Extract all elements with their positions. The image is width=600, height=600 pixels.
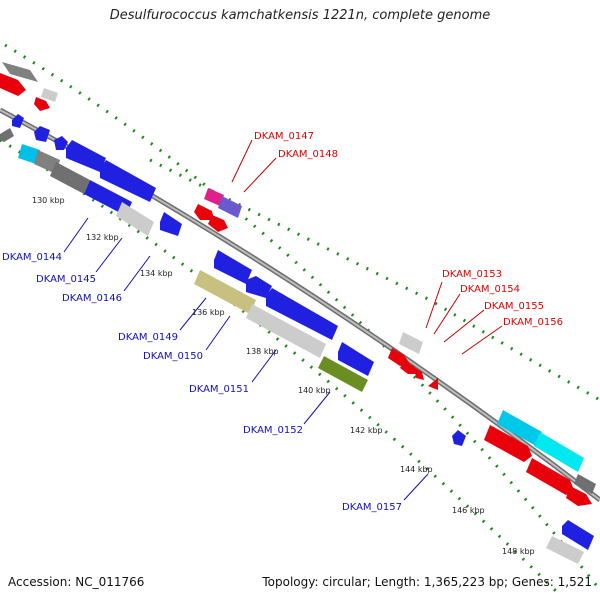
gene-label-dkam-0154[interactable]: DKAM_0154 bbox=[460, 284, 520, 295]
gene-label-dkam-0145[interactable]: DKAM_0145 bbox=[36, 274, 96, 285]
reverse-strand-genes bbox=[0, 114, 594, 564]
gene-arrow[interactable] bbox=[41, 88, 58, 102]
scale-label: 132 kbp bbox=[86, 233, 119, 242]
leader-line bbox=[251, 349, 277, 383]
scale-label: 142 kbp bbox=[350, 426, 383, 435]
leader-line bbox=[63, 217, 89, 253]
leader-line bbox=[443, 309, 485, 343]
gene-arrow[interactable] bbox=[194, 204, 214, 220]
gene-label-dkam-0151[interactable]: DKAM_0151 bbox=[189, 384, 249, 395]
gene-label-dkam-0150[interactable]: DKAM_0150 bbox=[143, 351, 203, 362]
outer-tick-track bbox=[4, 43, 600, 591]
leader-line bbox=[123, 255, 151, 292]
gene-label-dkam-0157[interactable]: DKAM_0157 bbox=[342, 502, 402, 513]
gene-arrow[interactable] bbox=[0, 128, 14, 142]
gene-arrow[interactable] bbox=[50, 162, 90, 194]
gene-arrow[interactable] bbox=[414, 367, 424, 380]
leader-line bbox=[461, 325, 503, 355]
gene-label-dkam-0149[interactable]: DKAM_0149 bbox=[118, 332, 178, 343]
gene-arrow[interactable] bbox=[204, 188, 224, 206]
scale-label: 130 kbp bbox=[32, 196, 65, 205]
gene-label-dkam-0144[interactable]: DKAM_0144 bbox=[2, 252, 62, 263]
leader-line bbox=[205, 315, 231, 351]
gene-arrow[interactable] bbox=[160, 212, 182, 236]
scale-label: 136 kbp bbox=[192, 308, 225, 317]
gene-arrow[interactable] bbox=[400, 361, 418, 374]
forward-strand-genes bbox=[0, 62, 596, 506]
leader-line bbox=[425, 281, 443, 329]
gene-labels: DKAM_0147 DKAM_0148 DKAM_0153 DKAM_0154 … bbox=[2, 131, 563, 513]
gene-arrow[interactable] bbox=[266, 288, 338, 340]
scale-label: 140 kbp bbox=[298, 386, 331, 395]
gene-label-dkam-0155[interactable]: DKAM_0155 bbox=[484, 301, 544, 312]
gene-arrow[interactable] bbox=[218, 196, 242, 218]
gene-arrow[interactable] bbox=[18, 144, 40, 164]
gene-arrow[interactable] bbox=[214, 250, 252, 284]
leader-line bbox=[303, 391, 331, 425]
gene-arrow[interactable] bbox=[116, 202, 154, 236]
leader-lines bbox=[63, 139, 503, 501]
gene-label-dkam-0146[interactable]: DKAM_0146 bbox=[62, 293, 122, 304]
scale-label: 144 kbp bbox=[400, 465, 433, 474]
leader-line bbox=[95, 237, 123, 273]
accession-label: Accession: NC_011766 bbox=[8, 575, 145, 589]
gene-arrow[interactable] bbox=[399, 332, 423, 354]
gene-arrow[interactable] bbox=[2, 62, 38, 82]
scale-label: 138 kbp bbox=[246, 347, 279, 356]
leader-line bbox=[231, 139, 253, 183]
gene-arrow[interactable] bbox=[428, 378, 438, 390]
gene-arrow[interactable] bbox=[566, 486, 592, 506]
gene-arrow[interactable] bbox=[497, 410, 542, 446]
gene-arrow[interactable] bbox=[34, 97, 50, 111]
gene-arrow[interactable] bbox=[246, 304, 326, 358]
gene-label-dkam-0153[interactable]: DKAM_0153 bbox=[442, 269, 502, 280]
gene-arrow[interactable] bbox=[12, 114, 24, 128]
tick-tracks bbox=[0, 43, 600, 597]
gene-label-dkam-0148[interactable]: DKAM_0148 bbox=[278, 149, 338, 160]
gene-arrow[interactable] bbox=[66, 140, 106, 172]
gene-arrow[interactable] bbox=[534, 432, 584, 472]
gene-label-dkam-0147[interactable]: DKAM_0147 bbox=[254, 131, 314, 142]
topology-label: Topology: circular; Length: 1,365,223 bp… bbox=[262, 575, 592, 589]
gene-arrow[interactable] bbox=[194, 270, 256, 314]
gene-label-dkam-0156[interactable]: DKAM_0156 bbox=[503, 317, 563, 328]
inner-tick-track bbox=[0, 138, 562, 597]
leader-line bbox=[179, 297, 207, 331]
gene-arrow[interactable] bbox=[574, 474, 596, 494]
gene-arrow[interactable] bbox=[54, 136, 68, 150]
scale-labels: 130 kbp 132 kbp 134 kbp 136 kbp 138 kbp … bbox=[32, 196, 535, 556]
scale-label: 146 kbp bbox=[452, 506, 485, 515]
scale-label: 134 kbp bbox=[140, 269, 173, 278]
gene-arrow[interactable] bbox=[0, 73, 26, 96]
gene-arrow[interactable] bbox=[100, 160, 156, 202]
gene-arrow[interactable] bbox=[338, 342, 374, 376]
scale-label: 148 kbp bbox=[502, 547, 535, 556]
leader-line bbox=[403, 473, 429, 501]
gene-arrow[interactable] bbox=[34, 126, 50, 142]
gene-arrow[interactable] bbox=[526, 458, 574, 495]
genome-title: Desulfurococcus kamchatkensis 1221n, com… bbox=[109, 8, 491, 23]
gene-arrow[interactable] bbox=[208, 215, 228, 232]
leader-line bbox=[433, 293, 461, 335]
gene-arrow[interactable] bbox=[246, 276, 272, 298]
gene-arrow[interactable] bbox=[562, 520, 594, 550]
gene-arrow[interactable] bbox=[318, 356, 368, 392]
gene-arrow[interactable] bbox=[546, 536, 584, 564]
gene-arrow[interactable] bbox=[484, 425, 532, 462]
gene-label-dkam-0152[interactable]: DKAM_0152 bbox=[243, 425, 303, 436]
gene-arrow[interactable] bbox=[452, 430, 466, 446]
leader-line bbox=[243, 157, 277, 193]
